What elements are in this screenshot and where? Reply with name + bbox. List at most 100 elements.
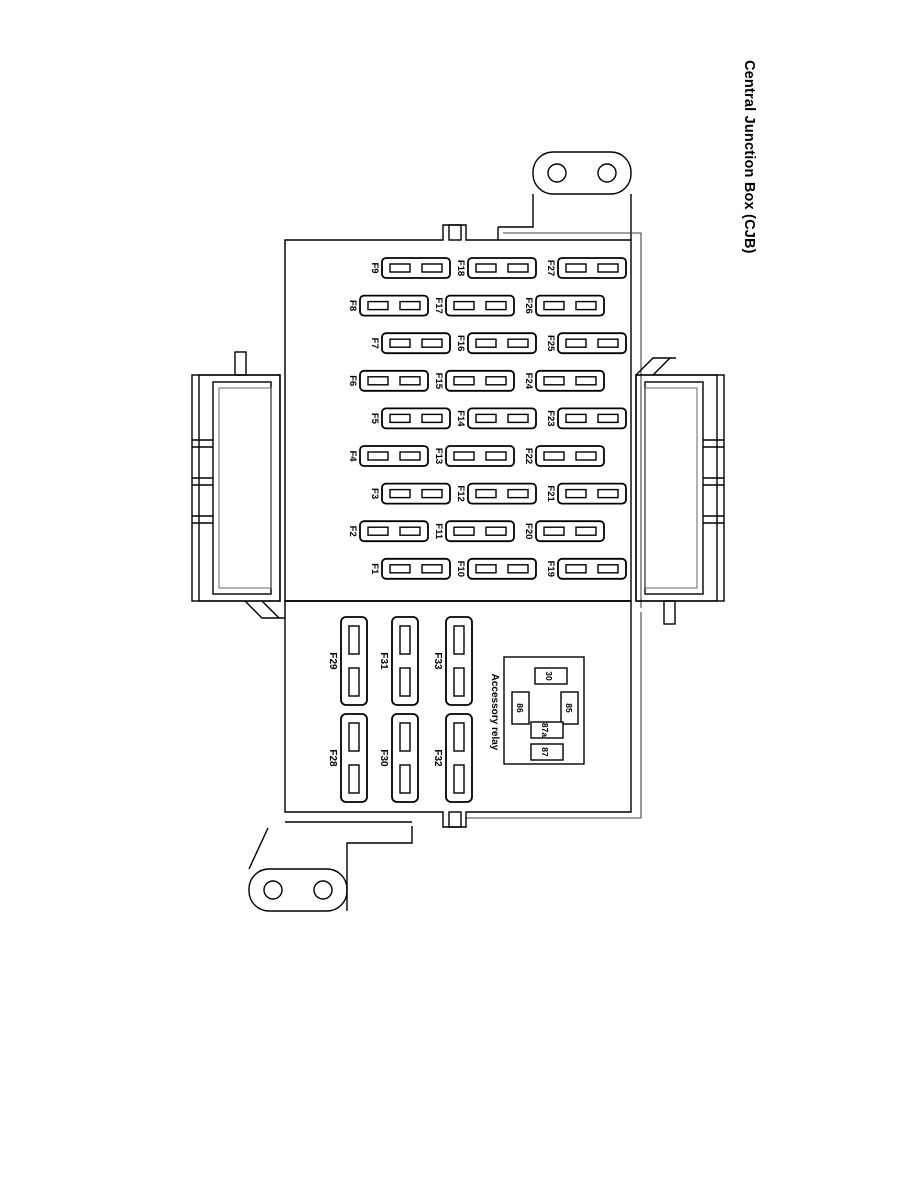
mini-fuse-f6[interactable]: F6 bbox=[347, 369, 429, 392]
mini-fuse-label: F24 bbox=[523, 373, 534, 390]
mini-fuse-body bbox=[557, 407, 627, 430]
connector-right bbox=[635, 357, 725, 625]
mini-fuse-f13[interactable]: F13 bbox=[433, 445, 515, 467]
mini-fuse-body bbox=[381, 482, 451, 505]
mini-fuse-f4[interactable]: F4 bbox=[347, 445, 429, 467]
mini-fuse-f19[interactable]: F19 bbox=[545, 557, 627, 580]
mini-fuse-label: F12 bbox=[455, 485, 466, 501]
mini-fuse-label: F15 bbox=[433, 373, 444, 390]
mini-fuse-f24[interactable]: F24 bbox=[523, 369, 605, 392]
mini-fuse-body bbox=[381, 557, 451, 580]
mini-fuse-body bbox=[557, 482, 627, 505]
mini-fuse-body bbox=[535, 294, 605, 317]
mini-fuse-label: F19 bbox=[545, 561, 556, 577]
fuse-slot-upper bbox=[348, 625, 360, 655]
mini-fuse-f20[interactable]: F20 bbox=[523, 520, 605, 543]
mini-fuse-body bbox=[381, 257, 451, 279]
mini-fuse-label: F13 bbox=[433, 448, 444, 464]
mount-tab-bottom bbox=[248, 821, 413, 912]
cartridge-fuse-label: F28 bbox=[327, 749, 338, 767]
mini-fuse-f11[interactable]: F11 bbox=[433, 520, 515, 543]
fuse-slot-right bbox=[485, 300, 507, 311]
fuse-slot-left bbox=[389, 263, 411, 273]
fuse-slot-right bbox=[507, 413, 529, 424]
mini-fuse-label: F1 bbox=[369, 563, 380, 575]
fuse-slot-right bbox=[421, 564, 443, 574]
relay-terminal-87a-label: 87a bbox=[540, 723, 550, 737]
mini-fuse-label: F3 bbox=[369, 488, 380, 499]
cartridge-fuse-body bbox=[391, 713, 419, 803]
mini-fuse-f25[interactable]: F25 bbox=[545, 332, 627, 355]
mini-fuse-f12[interactable]: F12 bbox=[455, 482, 537, 505]
mini-fuse-body bbox=[535, 445, 605, 467]
mini-fuse-f1[interactable]: F1 bbox=[369, 557, 451, 580]
fuse-slot-left bbox=[565, 413, 587, 424]
mini-fuse-f7[interactable]: F7 bbox=[369, 332, 451, 355]
fuse-slot-right bbox=[597, 564, 619, 574]
mini-fuse-body bbox=[445, 369, 515, 392]
mini-fuse-body bbox=[467, 332, 537, 355]
mini-fuse-label: F5 bbox=[369, 413, 380, 425]
mini-fuse-f17[interactable]: F17 bbox=[433, 294, 515, 317]
mini-fuse-f26[interactable]: F26 bbox=[523, 294, 605, 317]
fuse-slot-left bbox=[543, 300, 565, 311]
mini-fuse-label: F16 bbox=[455, 335, 466, 351]
fuse-slot-left bbox=[565, 564, 587, 574]
mini-fuse-f16[interactable]: F16 bbox=[455, 332, 537, 355]
cartridge-fuse-f31[interactable]: F31 bbox=[378, 616, 419, 706]
fuse-slot-right bbox=[485, 376, 507, 386]
fuse-slot-right bbox=[421, 413, 443, 424]
mini-fuse-f22[interactable]: F22 bbox=[523, 445, 605, 467]
fuse-slot-right bbox=[485, 526, 507, 536]
cartridge-fuse-f32[interactable]: F32 bbox=[432, 713, 473, 803]
mini-fuse-body bbox=[359, 294, 429, 317]
mini-fuse-f21[interactable]: F21 bbox=[545, 482, 627, 505]
mini-fuse-label: F11 bbox=[433, 523, 444, 540]
fuse-slot-right bbox=[597, 488, 619, 499]
mini-fuse-f9[interactable]: F9 bbox=[369, 257, 451, 279]
cartridge-fuse-label: F31 bbox=[378, 652, 389, 670]
fuse-slot-left bbox=[565, 263, 587, 273]
mini-fuse-f2[interactable]: F2 bbox=[347, 520, 429, 543]
mini-fuse-body bbox=[467, 257, 537, 279]
relay-terminal-85-label: 85 bbox=[564, 703, 574, 713]
fuse-slot-right bbox=[421, 338, 443, 348]
fuse-slot-right bbox=[597, 263, 619, 273]
mini-fuse-body bbox=[359, 369, 429, 392]
mini-fuse-f8[interactable]: F8 bbox=[347, 294, 429, 317]
cjb-lower-body bbox=[284, 600, 632, 828]
accessory-relay[interactable]: 30 86 85 87a bbox=[489, 656, 585, 765]
mini-fuse-f3[interactable]: F3 bbox=[369, 482, 451, 505]
fuse-slot-left bbox=[389, 338, 411, 348]
cartridge-fuse-f30[interactable]: F30 bbox=[378, 713, 419, 803]
fuse-slot-left bbox=[543, 451, 565, 461]
relay-terminal-87-label: 87 bbox=[540, 747, 550, 757]
fuse-slot-upper bbox=[453, 722, 465, 752]
cartridge-fuse-body bbox=[445, 616, 473, 706]
mini-fuse-f18[interactable]: F18 bbox=[455, 257, 537, 279]
cartridge-fuse-f33[interactable]: F33 bbox=[432, 616, 473, 706]
mini-fuse-body bbox=[381, 407, 451, 430]
fuse-slot-right bbox=[575, 300, 597, 311]
fuse-slot-left bbox=[475, 413, 497, 424]
mini-fuse-f23[interactable]: F23 bbox=[545, 407, 627, 430]
mini-fuse-f15[interactable]: F15 bbox=[433, 369, 515, 392]
fuse-slot-left bbox=[367, 526, 389, 536]
mini-fuse-label: F18 bbox=[455, 260, 466, 276]
mini-fuse-f14[interactable]: F14 bbox=[455, 407, 537, 430]
mini-fuse-body bbox=[445, 520, 515, 543]
fuse-slot-right bbox=[399, 526, 421, 536]
relay-body bbox=[503, 656, 585, 765]
relay-terminal-87: 87 bbox=[530, 743, 564, 761]
cartridge-fuse-f28[interactable]: F28 bbox=[327, 713, 368, 803]
cartridge-fuse-f29[interactable]: F29 bbox=[327, 616, 368, 706]
mini-fuse-body bbox=[557, 332, 627, 355]
mini-fuse-f5[interactable]: F5 bbox=[369, 407, 451, 430]
mini-fuse-f27[interactable]: F27 bbox=[545, 257, 627, 279]
mini-fuse-group: F9F8F7F6F5F4F3F2F1F18F17F16F15F14F13F12F… bbox=[347, 257, 627, 580]
relay-terminal-30: 30 bbox=[534, 667, 568, 685]
mini-fuse-label: F27 bbox=[545, 260, 556, 276]
mini-fuse-f10[interactable]: F10 bbox=[455, 557, 537, 580]
